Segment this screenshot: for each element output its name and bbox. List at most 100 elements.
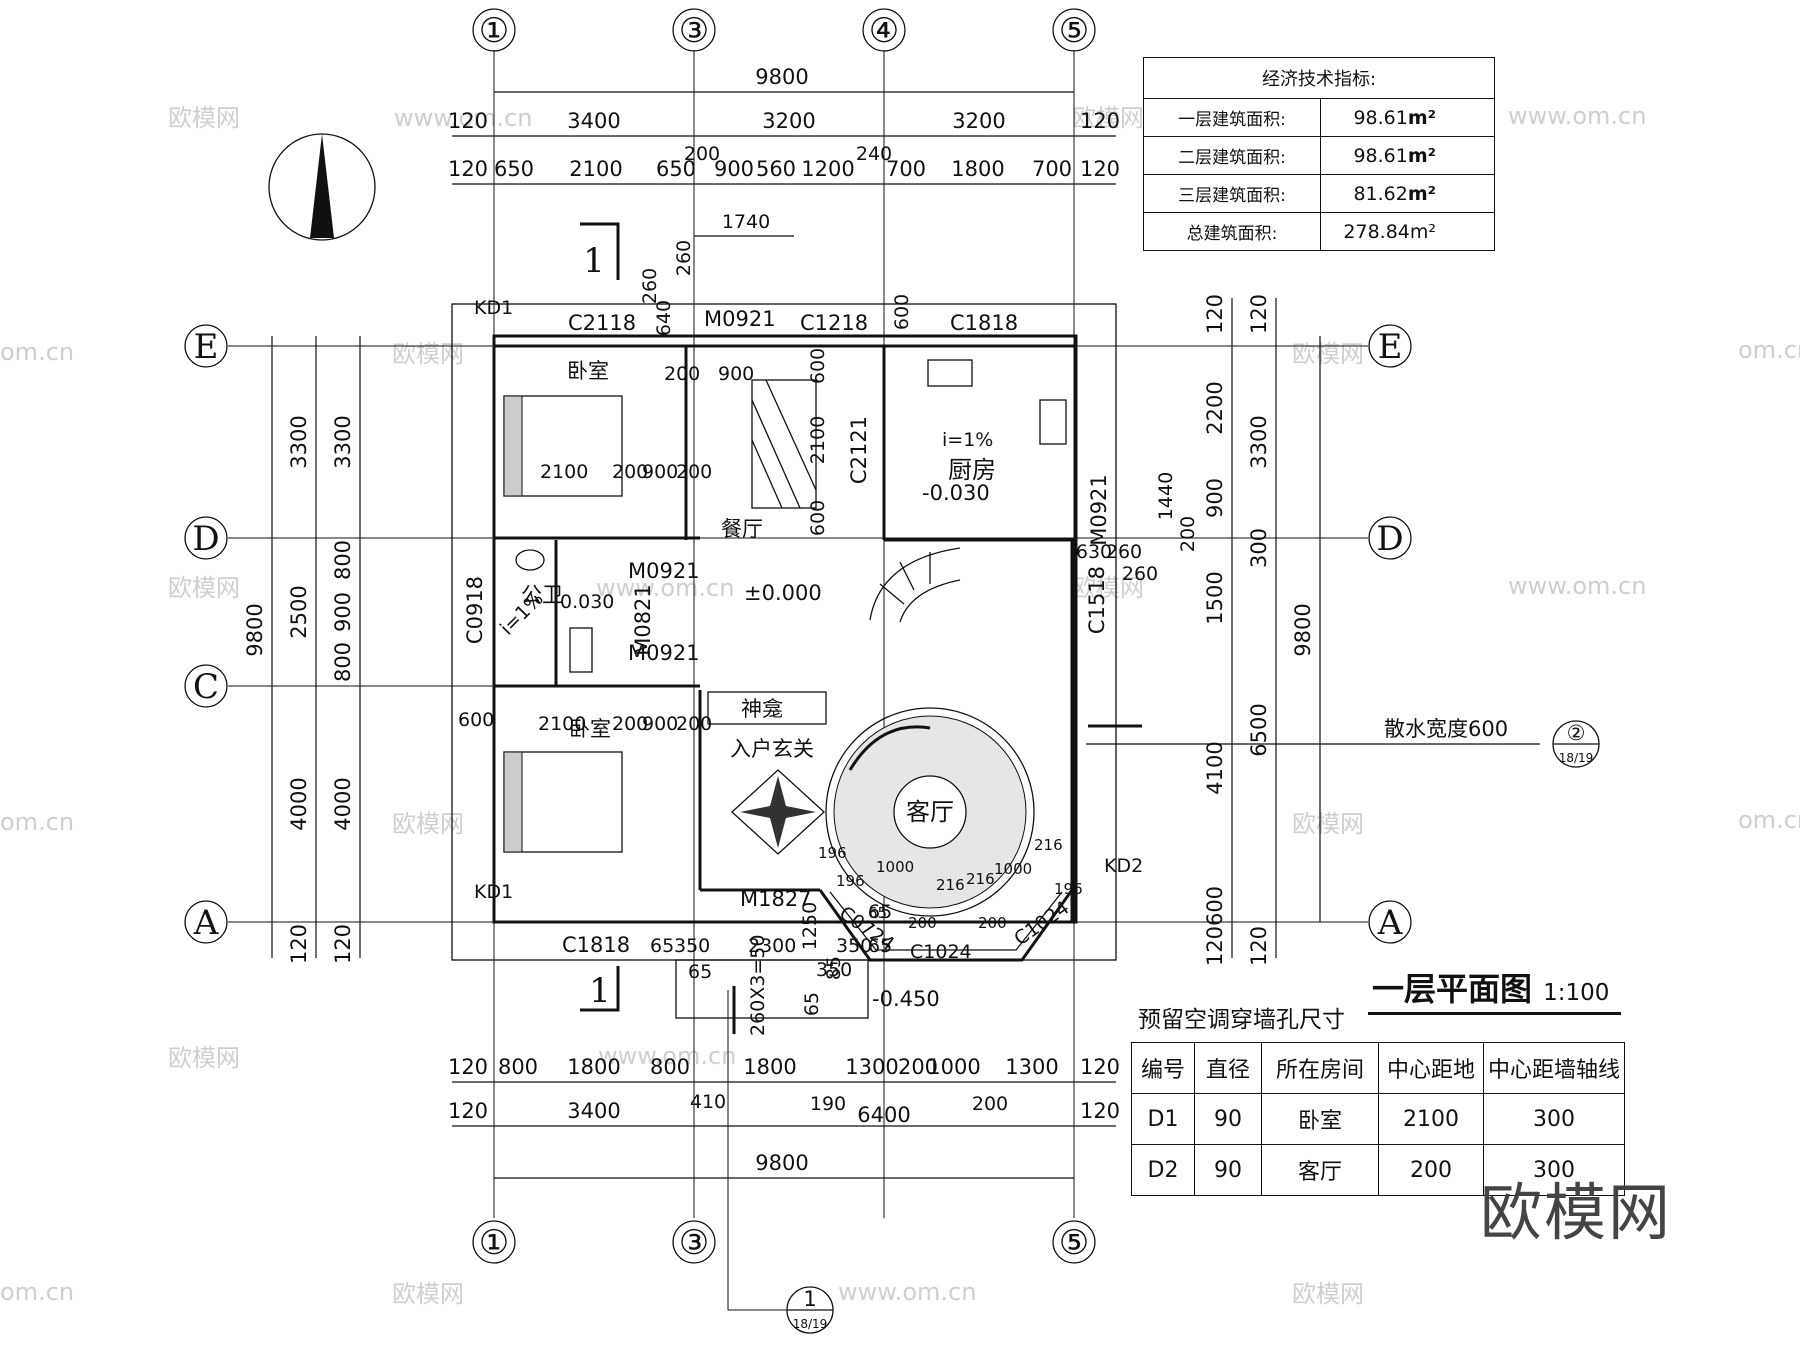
room-label-bedroom: 卧室	[569, 717, 611, 741]
table-cell: 300	[1483, 1093, 1625, 1145]
table-header-row: 编号 直径 所在房间 中心距地 中心距墙轴线	[1131, 1042, 1625, 1094]
room-label-dining: 餐厅	[721, 517, 763, 541]
axis-bubbles-left: E D C A	[184, 324, 228, 944]
watermark: om.cn	[0, 1278, 74, 1306]
econ-value: 98.61m²	[1320, 136, 1495, 175]
watermark: 欧模网	[1072, 574, 1144, 602]
round-sofa-icon	[825, 707, 1035, 917]
watermark: 欧模网	[1292, 810, 1364, 838]
dim-text: 200	[676, 461, 712, 483]
dim-text: 120	[448, 157, 488, 181]
watermark: www.om.cn	[394, 104, 532, 132]
dim-text: 260	[639, 268, 661, 304]
watermark: www.om.cn	[1508, 102, 1646, 130]
door-label: M0821	[631, 584, 655, 656]
dim-text: 900	[331, 592, 355, 632]
axis-D-left: D	[192, 519, 219, 559]
ac-table-title: 预留空调穿墙孔尺寸	[1138, 1007, 1345, 1033]
dim-text: 1800	[951, 157, 1004, 181]
dim-text: 650	[494, 157, 534, 181]
dim-text: 600	[807, 348, 829, 384]
north-arrow-icon	[268, 133, 376, 241]
dim-text: 800	[650, 1055, 690, 1079]
dim-text: 900	[714, 157, 754, 181]
dim-text: 200	[898, 1055, 938, 1079]
dim-text: 2100	[538, 713, 586, 735]
table-row: D2 90 客厅 200 300	[1131, 1144, 1625, 1196]
plan-title-text: 一层平面图	[1372, 970, 1533, 1008]
econ-label: 一层建筑面积:	[1143, 98, 1321, 137]
table-cell: D2	[1131, 1144, 1195, 1196]
dim-text: 3300	[287, 415, 311, 468]
axis-A-left: A	[193, 903, 219, 943]
elevation-label: -0.030	[922, 481, 990, 505]
dim-text: 900	[1203, 478, 1227, 518]
dim-text: 65	[868, 901, 892, 923]
column-header: 中心距墙轴线	[1483, 1042, 1625, 1094]
dim-text: 600	[1203, 886, 1227, 926]
room-label-toilet: 公卫	[521, 583, 563, 607]
dim-text: 216	[966, 870, 995, 888]
axis-bubbles-right: E D A	[1368, 324, 1412, 944]
room-label-kitchen: 厨房	[948, 456, 996, 484]
dim-text: 2200	[1203, 381, 1227, 434]
front-steps	[675, 959, 869, 1034]
dim-text: 85	[823, 956, 845, 980]
stove-icon	[1039, 399, 1067, 445]
watermark: 欧模网	[1072, 104, 1144, 132]
table-cell: 200	[1378, 1144, 1484, 1196]
axis-4-top: ④	[869, 11, 899, 51]
room-label-bedroom: 卧室	[567, 359, 609, 383]
dim-text: 1000	[927, 1055, 980, 1079]
dim-text: 4000	[287, 777, 311, 830]
dim-text: 260	[1122, 563, 1158, 585]
column-header: 直径	[1194, 1042, 1262, 1094]
dim-text: 200	[612, 713, 648, 735]
ac-hole-table: 编号 直径 所在房间 中心距地 中心距墙轴线 D1 90 卧室 2100 300…	[1131, 1042, 1625, 1196]
room-label-living: 客厅	[906, 798, 954, 826]
dim-text: 3200	[952, 109, 1005, 133]
watermark: 欧模网	[168, 574, 240, 602]
section-number: 1	[803, 1287, 816, 1311]
axis-1-bottom: ①	[479, 1223, 509, 1263]
table-row: D1 90 卧室 2100 300	[1131, 1093, 1625, 1145]
dim-text: 120	[448, 1055, 488, 1079]
dim-text: 120	[1203, 294, 1227, 334]
dim-text: 3400	[567, 109, 620, 133]
dim-text: 560	[756, 157, 796, 181]
econ-value: 98.61m²	[1320, 98, 1495, 137]
dim-text: 1300	[1005, 1055, 1058, 1079]
column-header: 中心距地	[1378, 1042, 1484, 1094]
hole-label: KD2	[1104, 855, 1143, 877]
elevation-label: 0.030	[560, 591, 614, 613]
area-value: 81.62	[1353, 182, 1408, 205]
area-unit: m²	[1407, 106, 1436, 129]
table-cell: 90	[1194, 1144, 1262, 1196]
axis-E-right: E	[1378, 327, 1403, 367]
economic-indicators-table: 经济技术指标: 一层建筑面积: 98.61m² 二层建筑面积: 98.61m² …	[1143, 57, 1495, 251]
elevation-label: ±0.000	[744, 581, 822, 605]
axis-A-right: A	[1377, 903, 1403, 943]
stair-label: 260X3=50	[747, 935, 769, 1036]
dim-text: 6400	[857, 1103, 910, 1127]
dim-text: 200	[664, 363, 700, 385]
window-label: C2121	[847, 416, 871, 484]
dim-text: 200	[612, 461, 648, 483]
dim-text: 640	[653, 300, 675, 336]
section-number: 1	[583, 241, 605, 281]
dim-text: 1740	[722, 211, 770, 233]
dim-text: 1250	[799, 902, 821, 950]
kitchen-sink-icon	[927, 359, 973, 387]
dim-text: 800	[331, 642, 355, 682]
toilet-icon	[569, 627, 593, 673]
interior-dimensions: 2100 200 900 200 2100 200 900 200 900 20…	[458, 294, 1083, 1016]
area-unit: m²	[1407, 182, 1436, 205]
dim-text: 190	[810, 1093, 846, 1115]
detail-ref: 18/19	[1559, 751, 1594, 765]
table-row: 一层建筑面积: 98.61m²	[1143, 98, 1495, 137]
watermark: om.cn	[0, 338, 74, 366]
dim-text: 200	[676, 713, 712, 735]
dim-text: 65	[868, 904, 887, 922]
table-cell: 300	[1483, 1144, 1625, 1196]
dim-text: 9800	[1291, 603, 1315, 656]
